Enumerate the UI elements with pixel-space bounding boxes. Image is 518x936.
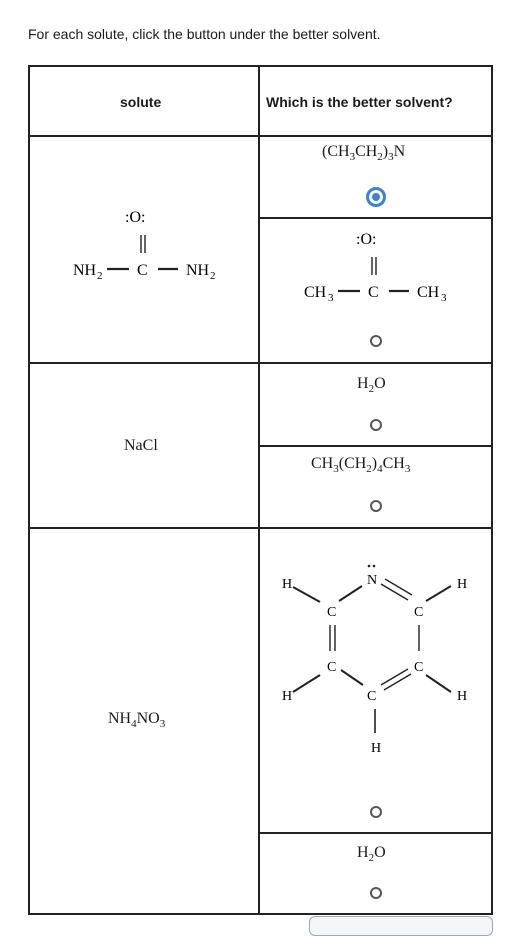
solvent-table: solute Which is the better solvent? :O: … — [28, 65, 493, 915]
water-formula-1: H2O — [357, 375, 386, 396]
radio-pyridine[interactable] — [370, 806, 382, 818]
svg-text:N: N — [367, 573, 377, 588]
radio-acetone[interactable] — [370, 335, 382, 347]
urea-structure: :O: NH 2 C NH 2 — [73, 209, 216, 282]
radio-water-1[interactable] — [370, 419, 382, 431]
svg-text:C: C — [368, 284, 379, 301]
svg-text:C: C — [414, 660, 423, 675]
svg-text:C: C — [327, 605, 336, 620]
choice-divider-2 — [259, 445, 493, 447]
water-formula-2: H2O — [357, 844, 386, 865]
svg-text:NH: NH — [73, 262, 97, 279]
row-divider-1 — [30, 362, 491, 364]
svg-text:3: 3 — [441, 292, 447, 304]
svg-text:3: 3 — [328, 292, 334, 304]
acetone-structure: :O: CH 3 C CH 3 — [304, 231, 447, 304]
svg-text::O:: :O: — [125, 209, 145, 226]
svg-text:H: H — [282, 689, 292, 704]
pyridine-structure: H C N C H C C H C H H — [282, 564, 467, 756]
svg-text:H: H — [282, 577, 292, 592]
svg-text:C: C — [414, 605, 423, 620]
solvent-header: Which is the better solvent? — [266, 94, 453, 110]
svg-text:C: C — [367, 689, 376, 704]
svg-text:2: 2 — [97, 270, 103, 282]
nacl-formula: NaCl — [124, 437, 158, 454]
svg-text:CH: CH — [417, 284, 440, 301]
header-divider — [30, 135, 491, 137]
column-divider — [258, 67, 260, 913]
svg-text:NH: NH — [186, 262, 210, 279]
radio-triethylamine[interactable] — [366, 187, 386, 207]
svg-text:C: C — [137, 262, 148, 279]
svg-text:C: C — [327, 660, 336, 675]
triethylamine-formula: (CH3CH2)3N — [322, 143, 406, 164]
action-button[interactable] — [309, 916, 493, 936]
row-divider-2 — [30, 527, 491, 529]
instructions: For each solute, click the button under … — [28, 26, 381, 42]
svg-text:H: H — [371, 741, 381, 756]
radio-water-2[interactable] — [370, 887, 382, 899]
svg-text:CH: CH — [304, 284, 327, 301]
ammonium-nitrate-formula: NH4NO3 — [108, 710, 166, 731]
svg-text:H: H — [457, 689, 467, 704]
hexane-formula: CH3(CH2)4CH3 — [311, 455, 411, 476]
svg-text::O:: :O: — [356, 231, 376, 248]
choice-divider-1 — [259, 217, 493, 219]
radio-hexane[interactable] — [370, 500, 382, 512]
svg-text:H: H — [457, 577, 467, 592]
svg-text:2: 2 — [210, 270, 216, 282]
solute-header: solute — [120, 94, 162, 110]
choice-divider-3 — [259, 832, 493, 834]
